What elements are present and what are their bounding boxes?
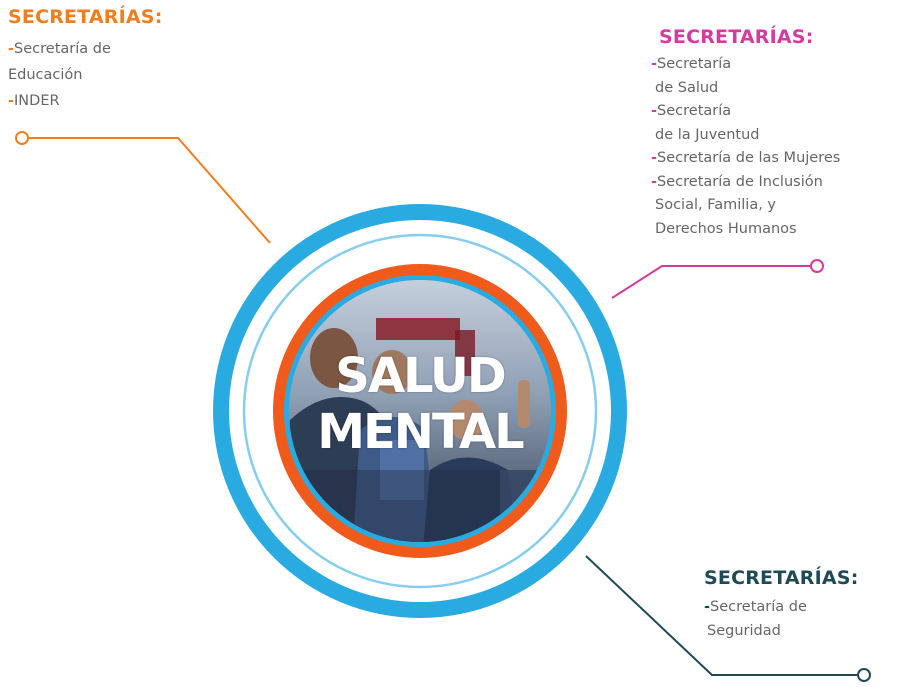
item-line1: Secretaría xyxy=(657,56,732,72)
item-line2: Educación xyxy=(8,67,83,83)
list-item: -Secretaría de Inclusión Social, Familia… xyxy=(651,171,840,242)
item-line1: Secretaría xyxy=(657,103,732,119)
connector-teal xyxy=(585,555,871,682)
connector-orange xyxy=(15,131,271,244)
group-list: -Secretaría de Educación -INDER xyxy=(8,36,163,114)
item-line1: Secretaría de las Mujeres xyxy=(657,150,841,166)
center-title: SALUD MENTAL xyxy=(285,348,555,460)
item-line1: Secretaría de Inclusión xyxy=(657,173,823,190)
group-list: -Secretaría de Seguridad xyxy=(704,596,859,643)
item-dash: - xyxy=(651,150,658,166)
item-dash: - xyxy=(8,41,15,57)
item-dash: - xyxy=(704,599,711,615)
center-title-line2: MENTAL xyxy=(317,404,524,460)
item-line3: Derechos Humanos xyxy=(655,220,797,237)
list-item: -INDER xyxy=(8,88,163,114)
center-title-line1: SALUD xyxy=(335,348,506,404)
secretarias-group-health: SECRETARÍAS: -Secretaría de Salud -Secre… xyxy=(651,26,840,241)
secretarias-group-security: SECRETARÍAS: -Secretaría de Seguridad xyxy=(704,567,859,643)
item-line2: Seguridad xyxy=(707,622,781,639)
list-item: -Secretaría de las Mujeres xyxy=(651,147,840,171)
group-title: SECRETARÍAS: xyxy=(8,6,163,28)
group-title: SECRETARÍAS: xyxy=(659,26,814,48)
item-dash: - xyxy=(651,173,658,190)
item-line2: de la Juventud xyxy=(655,126,760,143)
item-line2: Social, Familia, y xyxy=(655,197,776,213)
secretarias-group-education: SECRETARÍAS: -Secretaría de Educación -I… xyxy=(8,6,163,114)
group-list: -Secretaría de Salud -Secretaría de la J… xyxy=(651,53,840,241)
connector-magenta xyxy=(611,259,824,299)
item-dash: - xyxy=(8,93,15,109)
item-line1: INDER xyxy=(14,93,60,109)
item-line1: Secretaría de xyxy=(710,599,807,615)
list-item: -Secretaría de Salud xyxy=(651,53,840,100)
list-item: -Secretaría de Educación xyxy=(8,36,163,88)
item-line2: de Salud xyxy=(655,79,719,96)
item-dash: - xyxy=(651,56,658,72)
list-item: -Secretaría de Seguridad xyxy=(704,596,859,643)
item-line1: Secretaría de xyxy=(14,41,111,57)
item-dash: - xyxy=(651,103,658,119)
thin-blue-ring xyxy=(242,233,598,589)
list-item: -Secretaría de la Juventud xyxy=(651,100,840,147)
group-title: SECRETARÍAS: xyxy=(704,567,859,589)
